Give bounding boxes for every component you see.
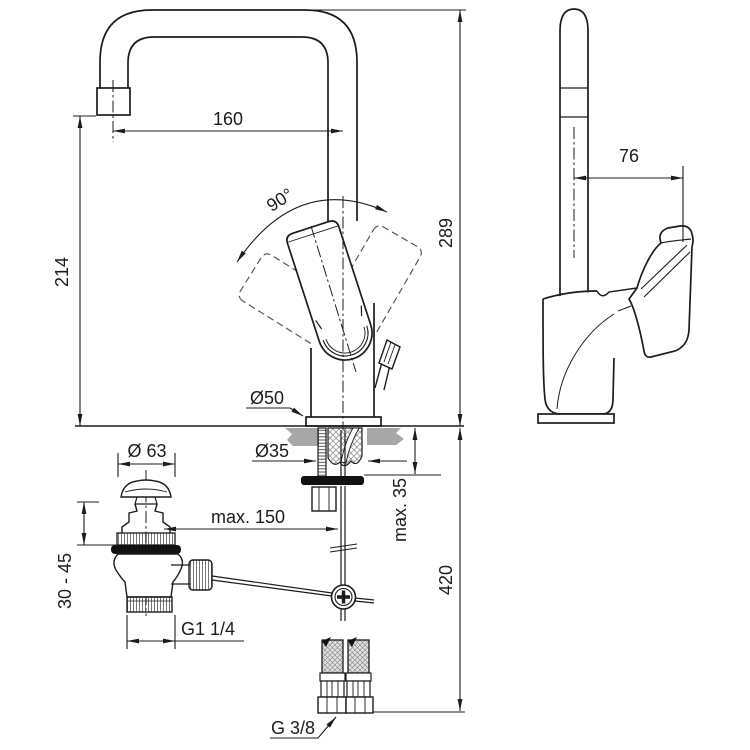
total-height-dimension: 289 [436, 9, 463, 426]
side-view: 76 [537, 8, 694, 424]
supply-thread-callout: G 3/8 [270, 716, 337, 739]
supply-thread-label: G 3/8 [271, 718, 315, 738]
rod-connector-knurl [188, 559, 213, 591]
side-stick-lever [374, 338, 401, 391]
outlet-height-dimension: 214 [52, 115, 96, 426]
spout-tube [96, 9, 466, 223]
popup-linkage [211, 575, 375, 610]
rod-reach-label: max. 150 [211, 507, 285, 527]
outlet-height-label: 214 [52, 257, 72, 287]
supply-hoses [317, 637, 374, 714]
waste-cap-diameter-label: Ø 63 [127, 441, 166, 461]
spout-reach-dimension: 160 [113, 109, 343, 134]
joystick-handle [286, 220, 373, 361]
mounting-nut [311, 486, 337, 512]
spout-reach-label: 160 [213, 109, 243, 129]
side-base-flange [537, 413, 615, 424]
rod-break-marks [329, 543, 358, 553]
hose-nut-right [345, 696, 374, 714]
deck-thickness-dimension: max. 35 [364, 428, 441, 542]
supply-length-dimension: 420 [371, 428, 465, 713]
side-lever-handle [627, 225, 694, 358]
waste-gasket [111, 545, 181, 554]
side-body-outline [542, 298, 615, 415]
total-height-label: 289 [436, 218, 456, 248]
hole-diameter-label: Ø35 [255, 441, 289, 461]
mounting-assembly [301, 427, 364, 621]
hole-diameter-callout: Ø35 [252, 441, 407, 464]
deck-thickness-label: max. 35 [390, 478, 410, 542]
waste-thread-label: G1 1/4 [181, 619, 235, 639]
side-projection-label: 76 [619, 146, 639, 166]
waste-cap [120, 479, 172, 498]
handle-axis-centerline [310, 225, 357, 373]
clamp-range-label: 30 - 45 [55, 553, 75, 609]
waste-upper-band [116, 532, 176, 546]
waste-thread-section [126, 596, 173, 613]
base-diameter-label: Ø50 [250, 388, 284, 408]
rubber-washer [301, 476, 364, 485]
handle-swivel-label: 90° [263, 184, 297, 215]
waste-body [113, 553, 184, 598]
popup-waste: Ø 63 30 - 45 G1 1/4 [55, 441, 244, 649]
side-body-fill [543, 289, 650, 414]
supply-length-label: 420 [436, 565, 456, 595]
countertop [75, 425, 464, 446]
threaded-stud [317, 427, 327, 478]
front-view: 90° 160 [52, 9, 466, 739]
hose-nut-left [317, 696, 347, 714]
side-projection-dimension: 76 [574, 146, 684, 242]
rod-reach-dimension: max. 150 [164, 507, 338, 532]
base-diameter-callout: Ø50 [246, 388, 304, 417]
faucet-body [310, 303, 375, 417]
